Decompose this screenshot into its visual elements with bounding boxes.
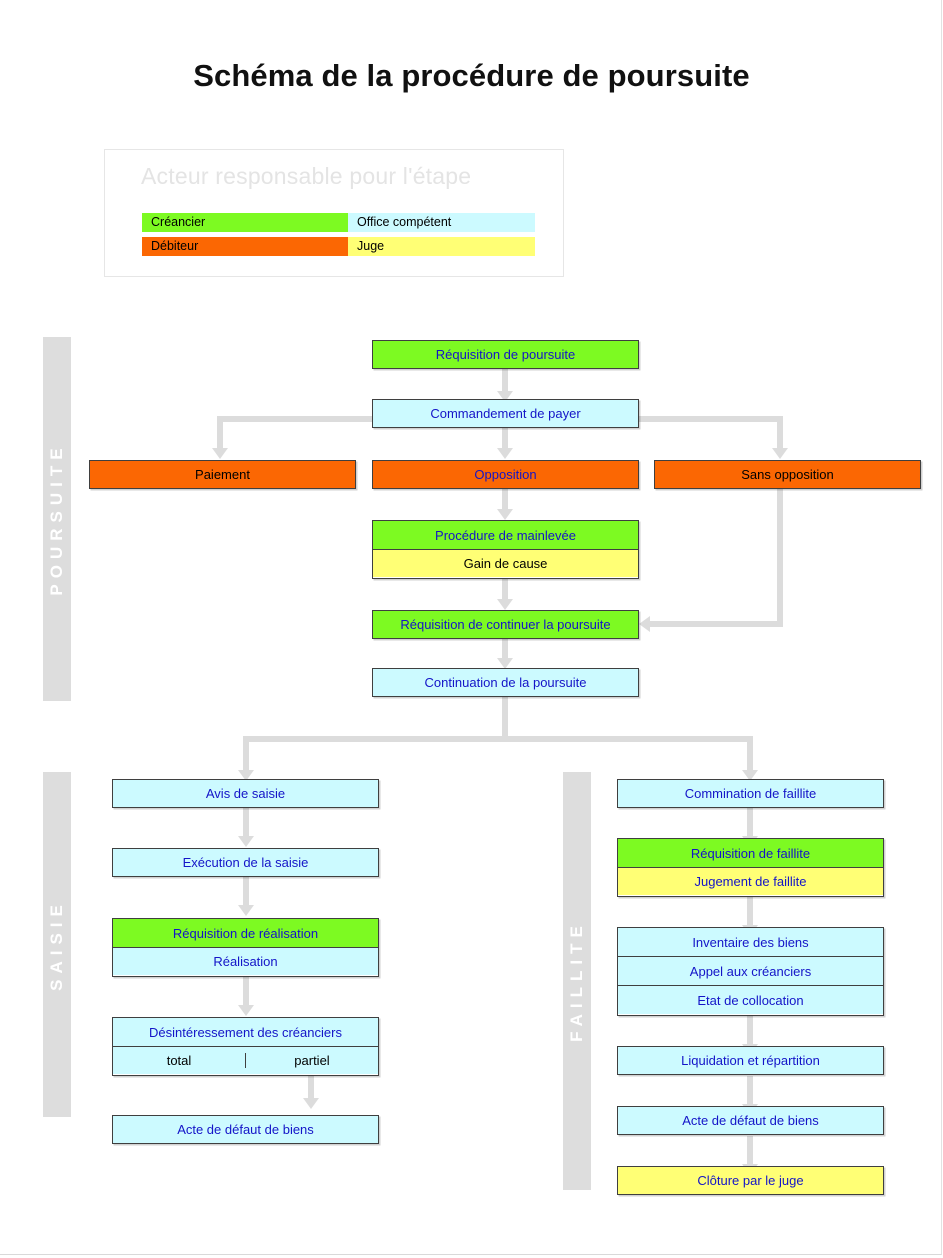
connector-line bbox=[747, 1136, 753, 1168]
legend-item-debiteur: Débiteur bbox=[142, 237, 348, 256]
arrow-down-icon bbox=[238, 1005, 254, 1016]
arrow-down-icon bbox=[497, 448, 513, 459]
arrow-down-icon bbox=[238, 770, 254, 781]
node-acte-de-defaut-de-biens-faillite[interactable]: Acte de défaut de biens bbox=[617, 1106, 884, 1135]
node-opposition[interactable]: Opposition bbox=[372, 460, 639, 489]
node-label: Paiement bbox=[90, 461, 355, 488]
node-execution-de-la-saisie[interactable]: Exécution de la saisie bbox=[112, 848, 379, 877]
legend-item-office: Office compétent bbox=[348, 213, 535, 232]
node-sublabel: Réalisation bbox=[113, 947, 378, 975]
legend-panel: Acteur responsable pour l'étape Créancie… bbox=[104, 149, 564, 277]
node-commination-de-faillite[interactable]: Commination de faillite bbox=[617, 779, 884, 808]
node-requisition-de-faillite[interactable]: Réquisition de faillite Jugement de fail… bbox=[617, 838, 884, 897]
connector-line bbox=[502, 489, 508, 513]
node-label: Clôture par le juge bbox=[618, 1167, 883, 1194]
arrow-down-icon bbox=[238, 905, 254, 916]
arrow-down-icon bbox=[497, 599, 513, 610]
node-label: Réquisition de continuer la poursuite bbox=[373, 611, 638, 638]
node-sublabel: Jugement de faillite bbox=[618, 867, 883, 895]
section-label-poursuite: POURSUITE bbox=[47, 442, 66, 596]
page-title: Schéma de la procédure de poursuite bbox=[193, 58, 750, 93]
arrow-down-icon bbox=[497, 391, 513, 402]
arrow-down-icon bbox=[497, 509, 513, 520]
connector-line bbox=[502, 579, 508, 603]
connector-line bbox=[777, 416, 783, 452]
arrow-down-icon bbox=[772, 448, 788, 459]
connector-line bbox=[650, 621, 783, 627]
section-band-faillite: FAILLITE bbox=[563, 772, 591, 1190]
node-label: Acte de défaut de biens bbox=[618, 1107, 883, 1134]
node-procedure-de-mainlevee[interactable]: Procédure de mainlevée Gain de cause bbox=[372, 520, 639, 579]
node-requisition-de-realisation[interactable]: Réquisition de réalisation Réalisation bbox=[112, 918, 379, 977]
connector-line bbox=[747, 897, 753, 929]
section-band-saisie: SAISIE bbox=[43, 772, 71, 1117]
node-label: Continuation de la poursuite bbox=[373, 669, 638, 696]
arrow-left-icon bbox=[639, 616, 650, 632]
node-label: Réquisition de poursuite bbox=[373, 341, 638, 368]
node-cloture-par-le-juge[interactable]: Clôture par le juge bbox=[617, 1166, 884, 1195]
section-band-poursuite: POURSUITE bbox=[43, 337, 71, 701]
connector-line bbox=[747, 736, 753, 774]
connector-line bbox=[639, 416, 783, 422]
section-label-saisie: SAISIE bbox=[47, 898, 66, 991]
node-requisition-de-poursuite[interactable]: Réquisition de poursuite bbox=[372, 340, 639, 369]
connector-line bbox=[217, 416, 375, 422]
node-option-partiel[interactable]: partiel bbox=[245, 1053, 378, 1068]
connector-line bbox=[747, 1076, 753, 1108]
connector-line bbox=[243, 736, 753, 742]
node-label: Acte de défaut de biens bbox=[113, 1116, 378, 1143]
connector-line bbox=[243, 808, 249, 840]
connector-line bbox=[502, 369, 508, 393]
node-sans-opposition[interactable]: Sans opposition bbox=[654, 460, 921, 489]
node-label-appel: Appel aux créanciers bbox=[618, 956, 883, 985]
node-label: Réquisition de réalisation bbox=[113, 919, 378, 947]
connector-line bbox=[502, 428, 508, 452]
node-label: Désintéressement des créanciers bbox=[113, 1018, 378, 1046]
legend-item-juge: Juge bbox=[348, 237, 535, 256]
connector-line bbox=[502, 697, 508, 741]
node-paiement[interactable]: Paiement bbox=[89, 460, 356, 489]
node-commandement-de-payer[interactable]: Commandement de payer bbox=[372, 399, 639, 428]
connector-line bbox=[502, 639, 508, 662]
node-label: Commandement de payer bbox=[373, 400, 638, 427]
connector-line bbox=[243, 736, 249, 774]
node-sublabel: Gain de cause bbox=[373, 549, 638, 577]
node-label: Avis de saisie bbox=[113, 780, 378, 807]
node-label: Commination de faillite bbox=[618, 780, 883, 807]
arrow-down-icon bbox=[212, 448, 228, 459]
node-liquidation-et-repartition[interactable]: Liquidation et répartition bbox=[617, 1046, 884, 1075]
node-label: Opposition bbox=[373, 461, 638, 488]
node-label: Sans opposition bbox=[655, 461, 920, 488]
node-label: Liquidation et répartition bbox=[618, 1047, 883, 1074]
connector-line bbox=[777, 489, 783, 627]
legend-title: Acteur responsable pour l'étape bbox=[141, 163, 472, 189]
node-label: Exécution de la saisie bbox=[113, 849, 378, 876]
connector-line bbox=[747, 1016, 753, 1048]
node-label-inventaire: Inventaire des biens bbox=[618, 928, 883, 956]
node-option-total[interactable]: total bbox=[166, 1053, 192, 1068]
connector-line bbox=[243, 877, 249, 909]
node-label: Procédure de mainlevée bbox=[373, 521, 638, 549]
section-label-faillite: FAILLITE bbox=[567, 920, 586, 1042]
arrow-down-icon bbox=[238, 836, 254, 847]
arrow-down-icon bbox=[742, 770, 758, 781]
node-label-collocation: Etat de collocation bbox=[618, 985, 883, 1014]
connector-line bbox=[243, 977, 249, 1009]
connector-line bbox=[217, 416, 223, 452]
node-desinteressement-des-creanciers[interactable]: Désintéressement des créanciers total pa… bbox=[112, 1017, 379, 1076]
connector-line bbox=[747, 808, 753, 840]
node-continuation-de-la-poursuite[interactable]: Continuation de la poursuite bbox=[372, 668, 639, 697]
connector-line bbox=[308, 1076, 314, 1104]
arrow-down-icon bbox=[303, 1098, 319, 1109]
node-avis-de-saisie[interactable]: Avis de saisie bbox=[112, 779, 379, 808]
node-label: Réquisition de faillite bbox=[618, 839, 883, 867]
node-inventaire-appel-collocation[interactable]: Inventaire des biens Appel aux créancier… bbox=[617, 927, 884, 1016]
legend-item-creancier: Créancier bbox=[142, 213, 348, 232]
arrow-down-icon bbox=[497, 658, 513, 669]
node-requisition-de-continuer-la-poursuite[interactable]: Réquisition de continuer la poursuite bbox=[372, 610, 639, 639]
node-acte-de-defaut-de-biens-saisie[interactable]: Acte de défaut de biens bbox=[112, 1115, 379, 1144]
